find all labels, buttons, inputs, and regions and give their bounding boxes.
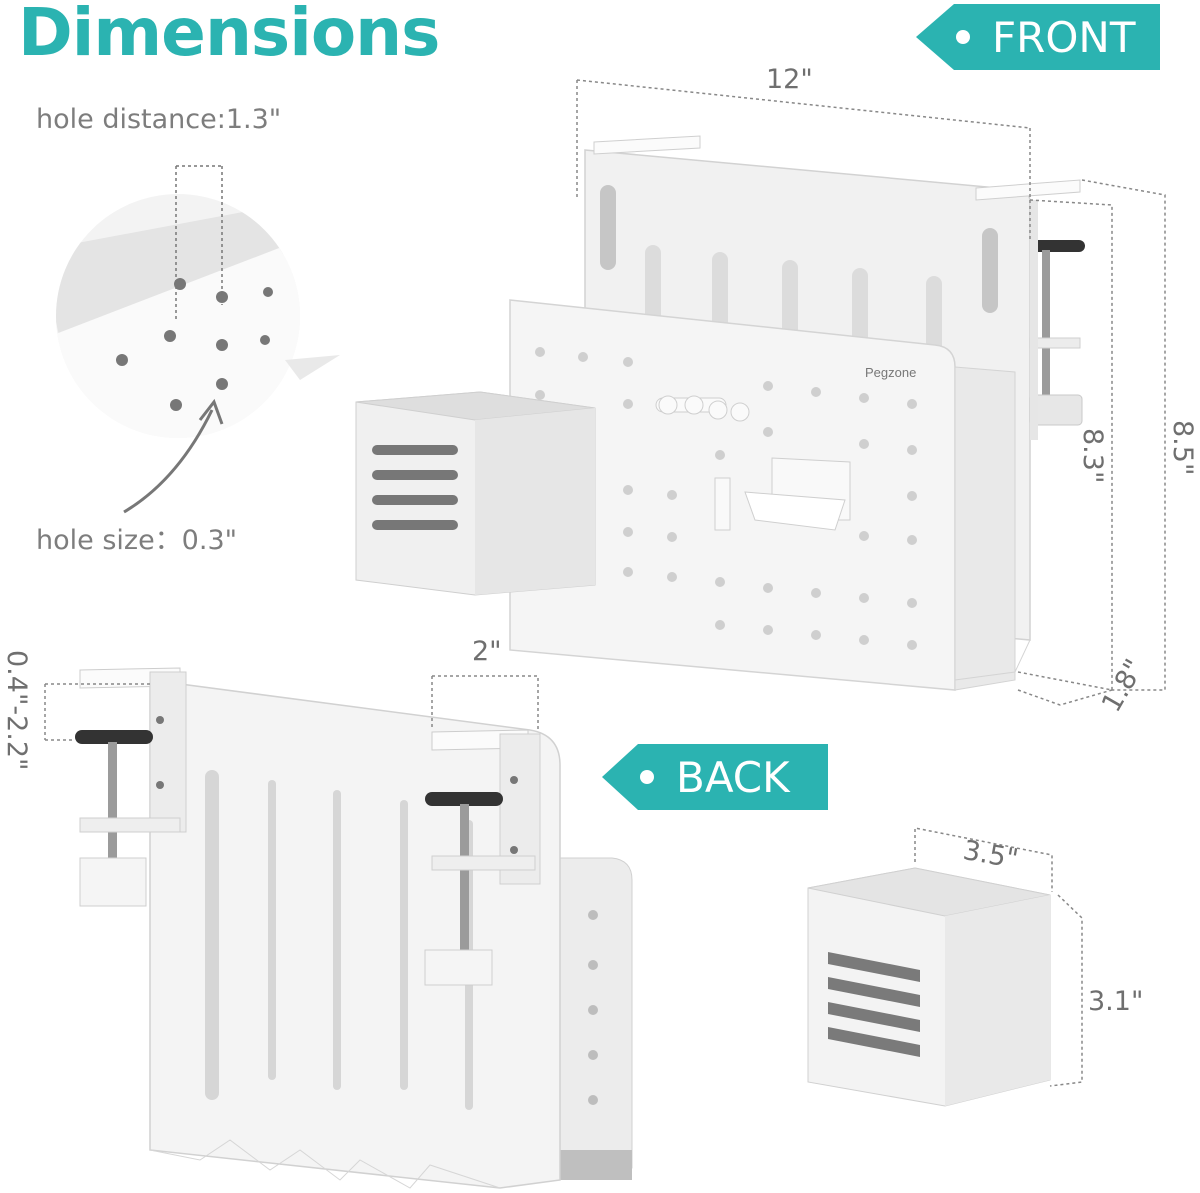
page-title: Dimensions: [18, 0, 440, 71]
front-tag: FRONT: [916, 4, 1160, 70]
standalone-cup: [807, 827, 1083, 1107]
front-width-label: 12": [766, 64, 813, 95]
clamp-range-label: 0.4"-2.2": [1, 650, 32, 771]
front-inner-height-label: 8.3": [1077, 428, 1108, 484]
front-outer-height-label: 8.5": [1167, 420, 1198, 476]
hole-distance-label: hole distance:1.3": [36, 104, 282, 135]
bullet-dot-icon: [640, 770, 654, 784]
bullet-dot-icon: [956, 30, 970, 44]
hole-size-label: hole size：0.3": [36, 525, 238, 556]
back-organizer: [44, 667, 633, 1189]
clamp-width-label: 2": [472, 636, 502, 667]
back-tag: BACK: [602, 744, 828, 810]
front-organizer: Pegzone: [355, 79, 1166, 706]
cup-height-label: 3.1": [1088, 986, 1144, 1017]
back-tag-label: BACK: [676, 752, 790, 802]
hole-detail-circle: [56, 165, 340, 514]
brand-label: Pegzone: [865, 365, 916, 380]
front-tag-label: FRONT: [992, 12, 1136, 62]
